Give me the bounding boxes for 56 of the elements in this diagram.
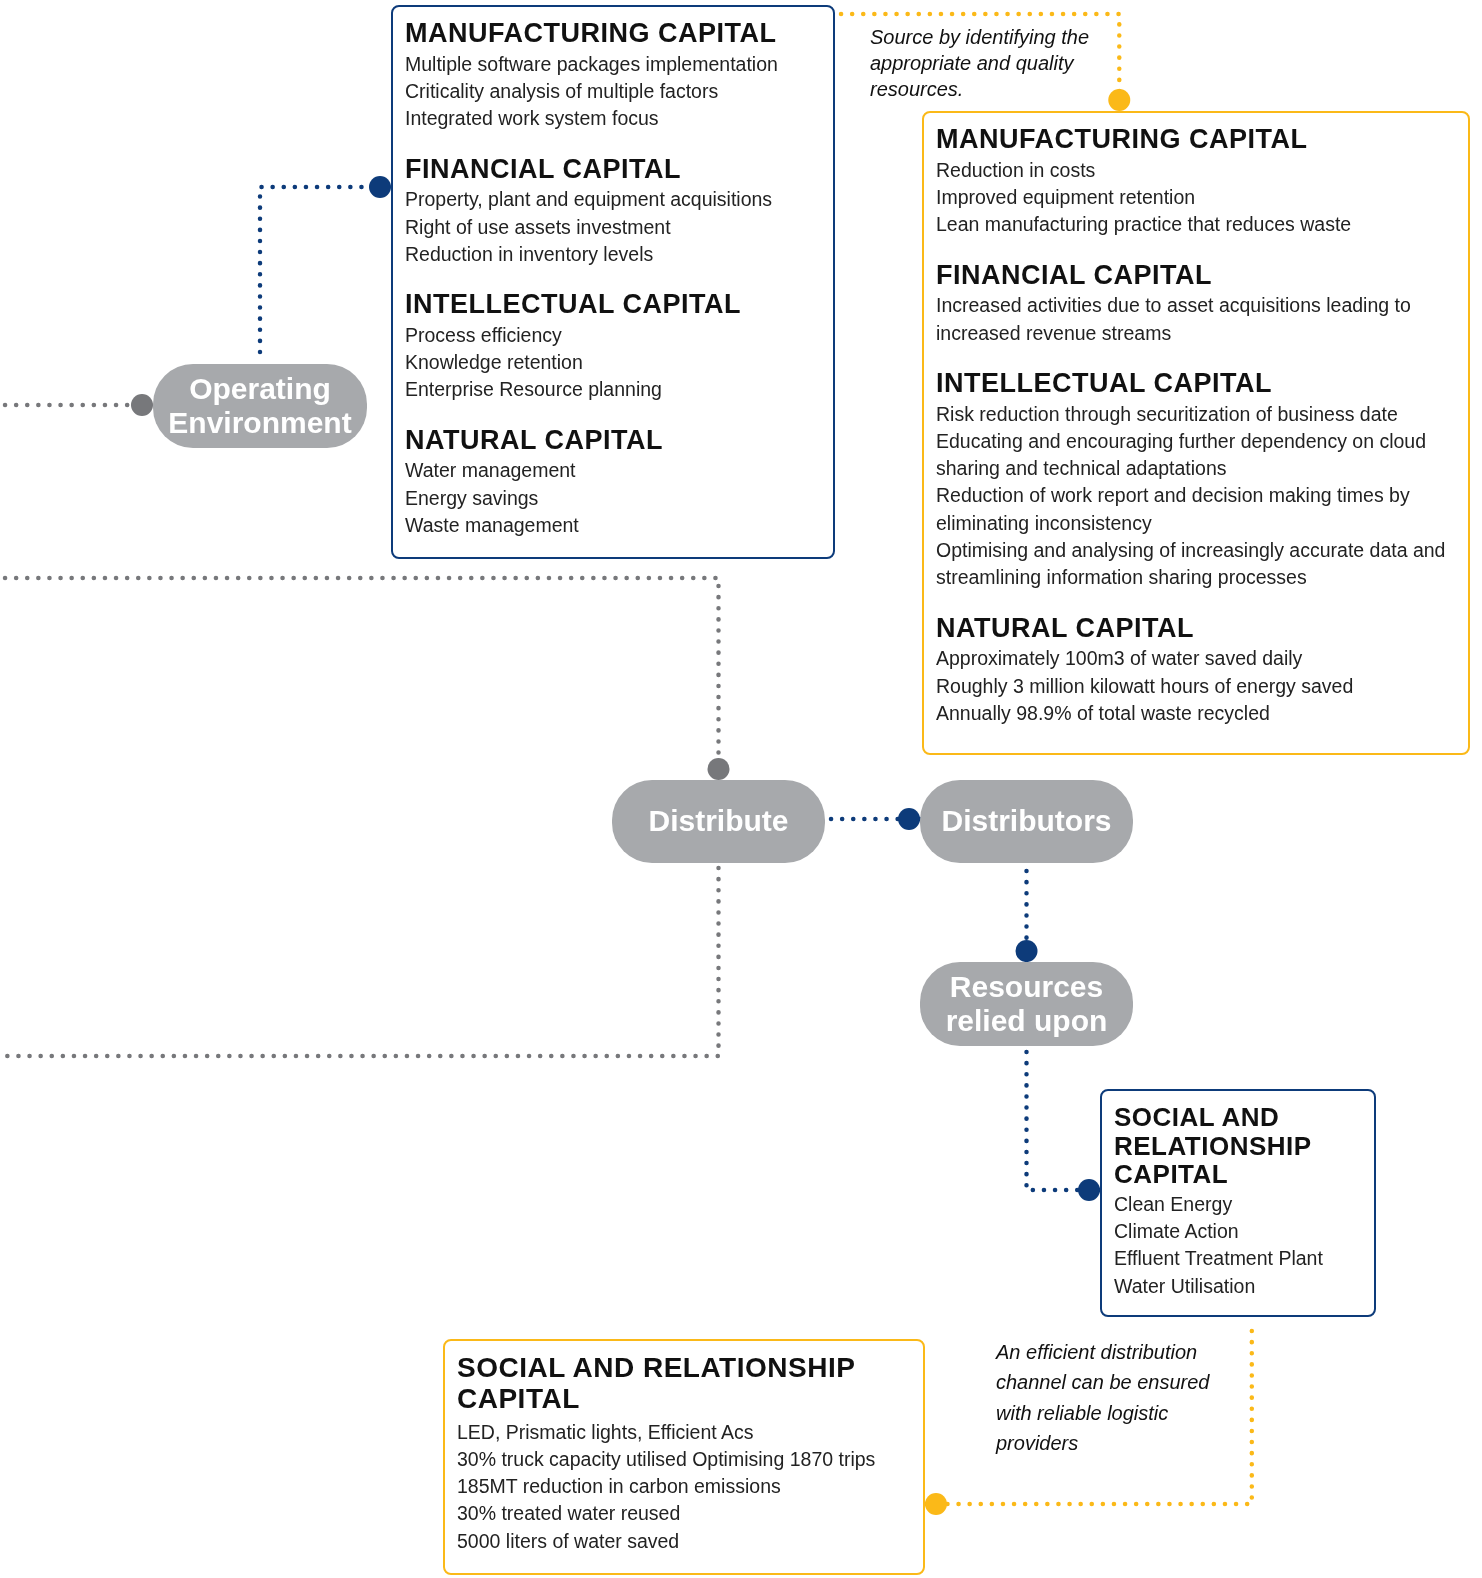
stage-label: Distributors (941, 804, 1112, 839)
capital-item: Reduction in inventory levels (405, 241, 655, 267)
capital-item: 30% treated water reused (457, 1501, 682, 1527)
capital-item: Right of use assets investment (405, 214, 672, 240)
capital-heading: SOCIAL AND RELATIONSHIP CAPITAL (457, 1353, 856, 1415)
capital-item: Roughly 3 million kilowatt hours of energy saved (936, 673, 1355, 699)
capital-item: Waste management (405, 513, 580, 538)
capital-item: Water Utilisation (1114, 1273, 1257, 1299)
capital-heading: FINANCIAL CAPITAL (936, 260, 1213, 291)
capital-item: Multiple software packages implementation (405, 51, 779, 77)
capital-item: 30% truck capacity utilised Optimising 1870 trips (457, 1446, 877, 1472)
capital-item: Enterprise Resource planning (405, 377, 663, 403)
capital-item: 5000 liters of water saved (457, 1528, 681, 1554)
capital-item: Lean manufacturing practice that reduces waste (936, 212, 1353, 238)
capital-item: Water management (405, 458, 577, 484)
capital-item: 185MT reduction in carbon emissions (457, 1474, 782, 1500)
capital-item: Optimising and analysing of increasingly accurate data and streamlining information sharing processes (936, 538, 1447, 591)
capital-item: Knowledge retention (405, 350, 584, 376)
capital-heading: MANUFACTURING CAPITAL (405, 19, 778, 49)
capital-heading: NATURAL CAPITAL (405, 425, 664, 456)
dotted-connector (2, 575, 730, 783)
capital-item: Risk reduction through securitization of business date (936, 401, 1399, 427)
capital-heading: SOCIAL AND RELATIONSHIP CAPITAL (1114, 1103, 1313, 1189)
capital-item: Increased activities due to asset acquisitions leading to increased revenue streams (936, 293, 1412, 346)
capital-item: Improved equipment retention (936, 185, 1197, 210)
capital-item: Approximately 100m3 of water saved daily (936, 646, 1304, 672)
capital-item: Clean Energy (1114, 1191, 1234, 1217)
capital-item: Effluent Treatment Plant (1114, 1246, 1324, 1272)
capital-heading: NATURAL CAPITAL (936, 613, 1195, 644)
capital-item: Reduction in costs (936, 157, 1097, 183)
capital-heading: INTELLECTUAL CAPITAL (405, 290, 742, 320)
note-text: An efficient distribution channel can be ensured with reliable logistic providers (996, 1340, 1211, 1457)
capital-item: LED, Prismatic lights, Efficient Acs (457, 1419, 755, 1445)
dotted-connector (838, 11, 1131, 114)
capital-card (443, 1339, 925, 1575)
capital-item: Criticality analysis of multiple factors (405, 79, 720, 104)
capital-item: Energy savings (405, 485, 540, 511)
capital-heading: MANUFACTURING CAPITAL (936, 125, 1309, 155)
dotted-connector (2, 865, 721, 1059)
capital-item: Climate Action (1114, 1219, 1240, 1245)
capital-item: Reduction of work report and decision making times by eliminating inconsistency (936, 483, 1411, 536)
capital-item: Annually 98.9% of total waste recycled (936, 700, 1271, 726)
stage-label: Distribute (648, 804, 789, 839)
capital-heading: FINANCIAL CAPITAL (405, 154, 682, 185)
capital-card (1100, 1089, 1376, 1317)
stage-label: Operating Environment (167, 371, 353, 441)
capital-heading: INTELLECTUAL CAPITAL (936, 368, 1273, 399)
capital-item: Process efficiency (405, 322, 563, 348)
capital-card (922, 111, 1470, 755)
capital-card (391, 5, 835, 559)
capital-item: Integrated work system focus (405, 106, 660, 132)
capital-item: Educating and encouraging further dependency on cloud sharing and technical adaptations (936, 428, 1428, 482)
note-text: Source by identifying the appropriate and quality resources. (870, 25, 1090, 102)
stage-label: Resources relied upon (944, 969, 1109, 1039)
capital-item: Property, plant and equipment acquisitions (405, 187, 774, 213)
dotted-connector (1015, 868, 1038, 965)
